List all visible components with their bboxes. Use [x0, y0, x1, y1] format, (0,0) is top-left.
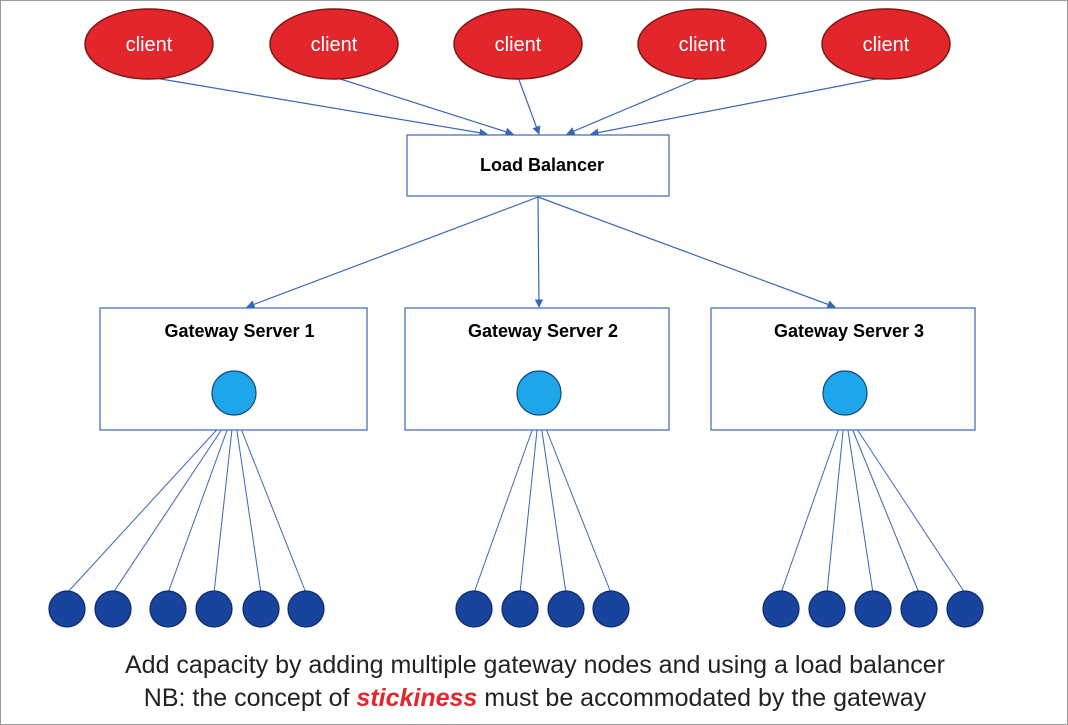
- client-to-lb-arrow: [566, 76, 703, 135]
- endpoint-node-icon: [762, 590, 800, 628]
- endpoint-node-icon: [94, 590, 132, 628]
- hub-to-node-edge: [780, 410, 846, 594]
- endpoint-node-icon: [900, 590, 938, 628]
- load-balancer-box: [406, 134, 670, 197]
- client-label: client: [495, 34, 542, 56]
- endpoint-node-icon: [946, 590, 984, 628]
- client-label: client: [679, 34, 726, 56]
- hub-to-node-edge: [538, 410, 612, 594]
- hub-to-node-edge: [844, 410, 874, 594]
- hub-to-node-edge: [519, 410, 540, 594]
- gateway-server-label: Gateway Server 3: [774, 321, 924, 341]
- gateway-hub-icon: [822, 370, 868, 416]
- client-to-lb-arrow: [333, 76, 514, 136]
- hub-to-node-edge: [538, 410, 567, 594]
- gateway-server-label: Gateway Server 2: [468, 321, 618, 341]
- endpoint-node-icon: [854, 590, 892, 628]
- edges: [66, 76, 966, 594]
- load-balancer-label: Load Balancer: [480, 155, 604, 175]
- caption-line-2-suffix: must be accommodated by the gateway: [477, 684, 927, 712]
- hub-to-node-edge: [213, 410, 235, 594]
- client-ellipse-icon: [269, 8, 399, 80]
- hub-to-node-edge: [112, 410, 235, 594]
- lb-to-gateway-arrow: [246, 196, 539, 309]
- endpoint-node-icon: [48, 590, 86, 628]
- client-label: client: [311, 34, 358, 56]
- endpoint-node-icon: [455, 590, 493, 628]
- endpoint-node-icon: [808, 590, 846, 628]
- lb-to-gateway-arrow: [534, 196, 544, 308]
- endpoint-node-icon: [501, 590, 539, 628]
- caption-line-2-prefix: NB: the concept of: [143, 684, 357, 712]
- endpoint-node-icon: [592, 590, 630, 628]
- endpoint-node-icon: [547, 590, 585, 628]
- client-to-lb-arrow: [590, 76, 887, 137]
- gateway-hub-icon: [516, 370, 562, 416]
- hub-to-node-edge: [233, 410, 262, 594]
- client-ellipse-icon: [637, 8, 767, 80]
- caption-line-1: Add capacity by adding multiple gateway …: [125, 651, 945, 679]
- gateway-server-label: Gateway Server 1: [164, 321, 314, 341]
- hub-to-node-edge: [167, 410, 235, 594]
- client-to-lb-arrow: [148, 76, 488, 137]
- caption-emphasis-stickiness: stickiness: [356, 684, 478, 712]
- endpoint-node-icon: [149, 590, 187, 628]
- client-ellipse-icon: [453, 8, 583, 80]
- client-to-lb-arrow: [517, 76, 541, 135]
- lb-to-gateway-arrow: [537, 196, 836, 309]
- client-ellipse-icon: [821, 8, 951, 80]
- client-ellipse-icon: [84, 8, 214, 80]
- caption-line-2: NB: the concept of stickiness must be ac…: [1, 684, 1068, 713]
- hub-to-node-edge: [844, 410, 966, 594]
- client-label: client: [863, 34, 910, 56]
- client-label: client: [126, 34, 173, 56]
- gateway-hub-icon: [211, 370, 257, 416]
- hub-to-node-edge: [66, 410, 235, 594]
- endpoint-node-icon: [242, 590, 280, 628]
- endpoint-node-icon: [195, 590, 233, 628]
- hub-to-node-edge: [233, 410, 307, 594]
- hub-to-node-edge: [473, 410, 540, 594]
- hub-to-node-edge: [844, 410, 920, 594]
- hub-to-node-edge: [826, 410, 846, 594]
- endpoint-node-icon: [287, 590, 325, 628]
